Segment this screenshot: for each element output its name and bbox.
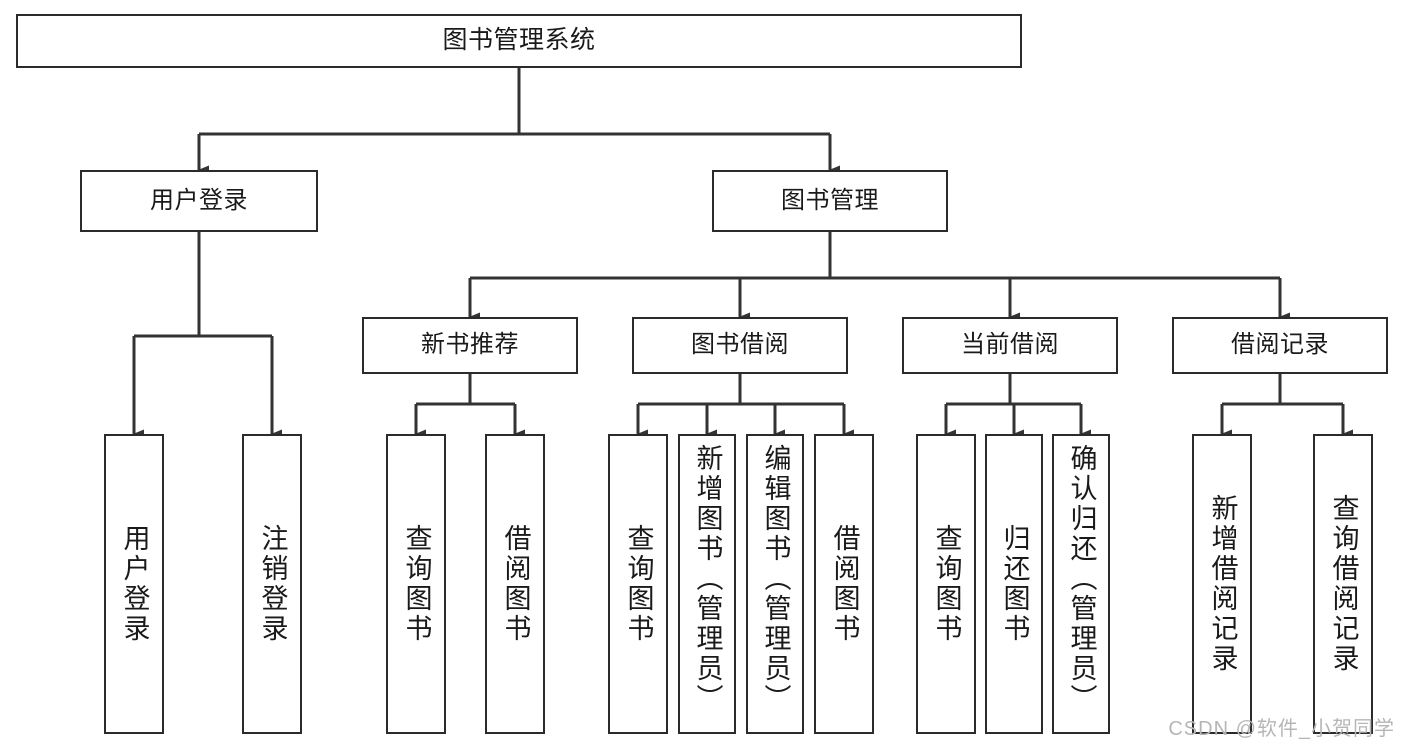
node-label-leaf-confirm-return: 确认归还（管理员） [1066,444,1097,714]
node-label-leaf-query-borrow-record: 查询借阅记录 [1328,494,1359,674]
node-root[interactable]: 图书管理系统 [16,14,1022,68]
node-leaf-borrow-book-recommend[interactable]: 借阅图书 [485,434,545,734]
node-label-current-borrow: 当前借阅 [961,331,1059,359]
node-book-manage[interactable]: 图书管理 [712,170,948,232]
node-label-borrow-record: 借阅记录 [1231,331,1329,359]
node-label-leaf-query-book-current: 查询图书 [931,524,962,644]
node-label-leaf-add-borrow-record: 新增借阅记录 [1207,494,1238,674]
node-leaf-return-book[interactable]: 归还图书 [985,434,1043,734]
node-leaf-query-book-recommend[interactable]: 查询图书 [386,434,446,734]
node-leaf-edit-book[interactable]: 编辑图书（管理员） [746,434,804,734]
node-label-leaf-user-login: 用户登录 [119,524,150,644]
node-new-book-recommend[interactable]: 新书推荐 [362,317,578,374]
node-leaf-add-book[interactable]: 新增图书（管理员） [678,434,736,734]
node-leaf-query-borrow-record[interactable]: 查询借阅记录 [1313,434,1373,734]
node-borrow-record[interactable]: 借阅记录 [1172,317,1388,374]
node-label-root: 图书管理系统 [442,26,596,55]
node-label-leaf-add-book: 新增图书（管理员） [692,444,723,714]
node-leaf-borrow-book[interactable]: 借阅图书 [814,434,874,734]
node-label-user-login: 用户登录 [150,186,248,214]
node-label-leaf-query-book-recommend: 查询图书 [401,524,432,644]
node-label-book-manage: 图书管理 [781,186,879,214]
node-label-leaf-return-book: 归还图书 [999,524,1030,644]
node-leaf-query-book-current[interactable]: 查询图书 [916,434,976,734]
node-label-leaf-borrow-book: 借阅图书 [829,524,860,644]
node-leaf-user-logout[interactable]: 注销登录 [242,434,302,734]
node-label-leaf-query-book-borrow: 查询图书 [623,524,654,644]
node-leaf-add-borrow-record[interactable]: 新增借阅记录 [1192,434,1252,734]
node-current-borrow[interactable]: 当前借阅 [902,317,1118,374]
node-leaf-query-book-borrow[interactable]: 查询图书 [608,434,668,734]
watermark-text: CSDN @软件_小贺同学 [1168,718,1395,740]
node-label-leaf-user-logout: 注销登录 [257,524,288,644]
node-book-borrow[interactable]: 图书借阅 [632,317,848,374]
node-label-book-borrow: 图书借阅 [691,331,789,359]
connector-lines [132,68,1353,439]
node-leaf-user-login[interactable]: 用户登录 [104,434,164,734]
node-label-leaf-borrow-book-recommend: 借阅图书 [500,524,531,644]
node-leaf-confirm-return[interactable]: 确认归还（管理员） [1052,434,1110,734]
node-label-leaf-edit-book: 编辑图书（管理员） [760,444,791,714]
node-label-new-book-recommend: 新书推荐 [421,331,519,359]
node-user-login[interactable]: 用户登录 [80,170,318,232]
